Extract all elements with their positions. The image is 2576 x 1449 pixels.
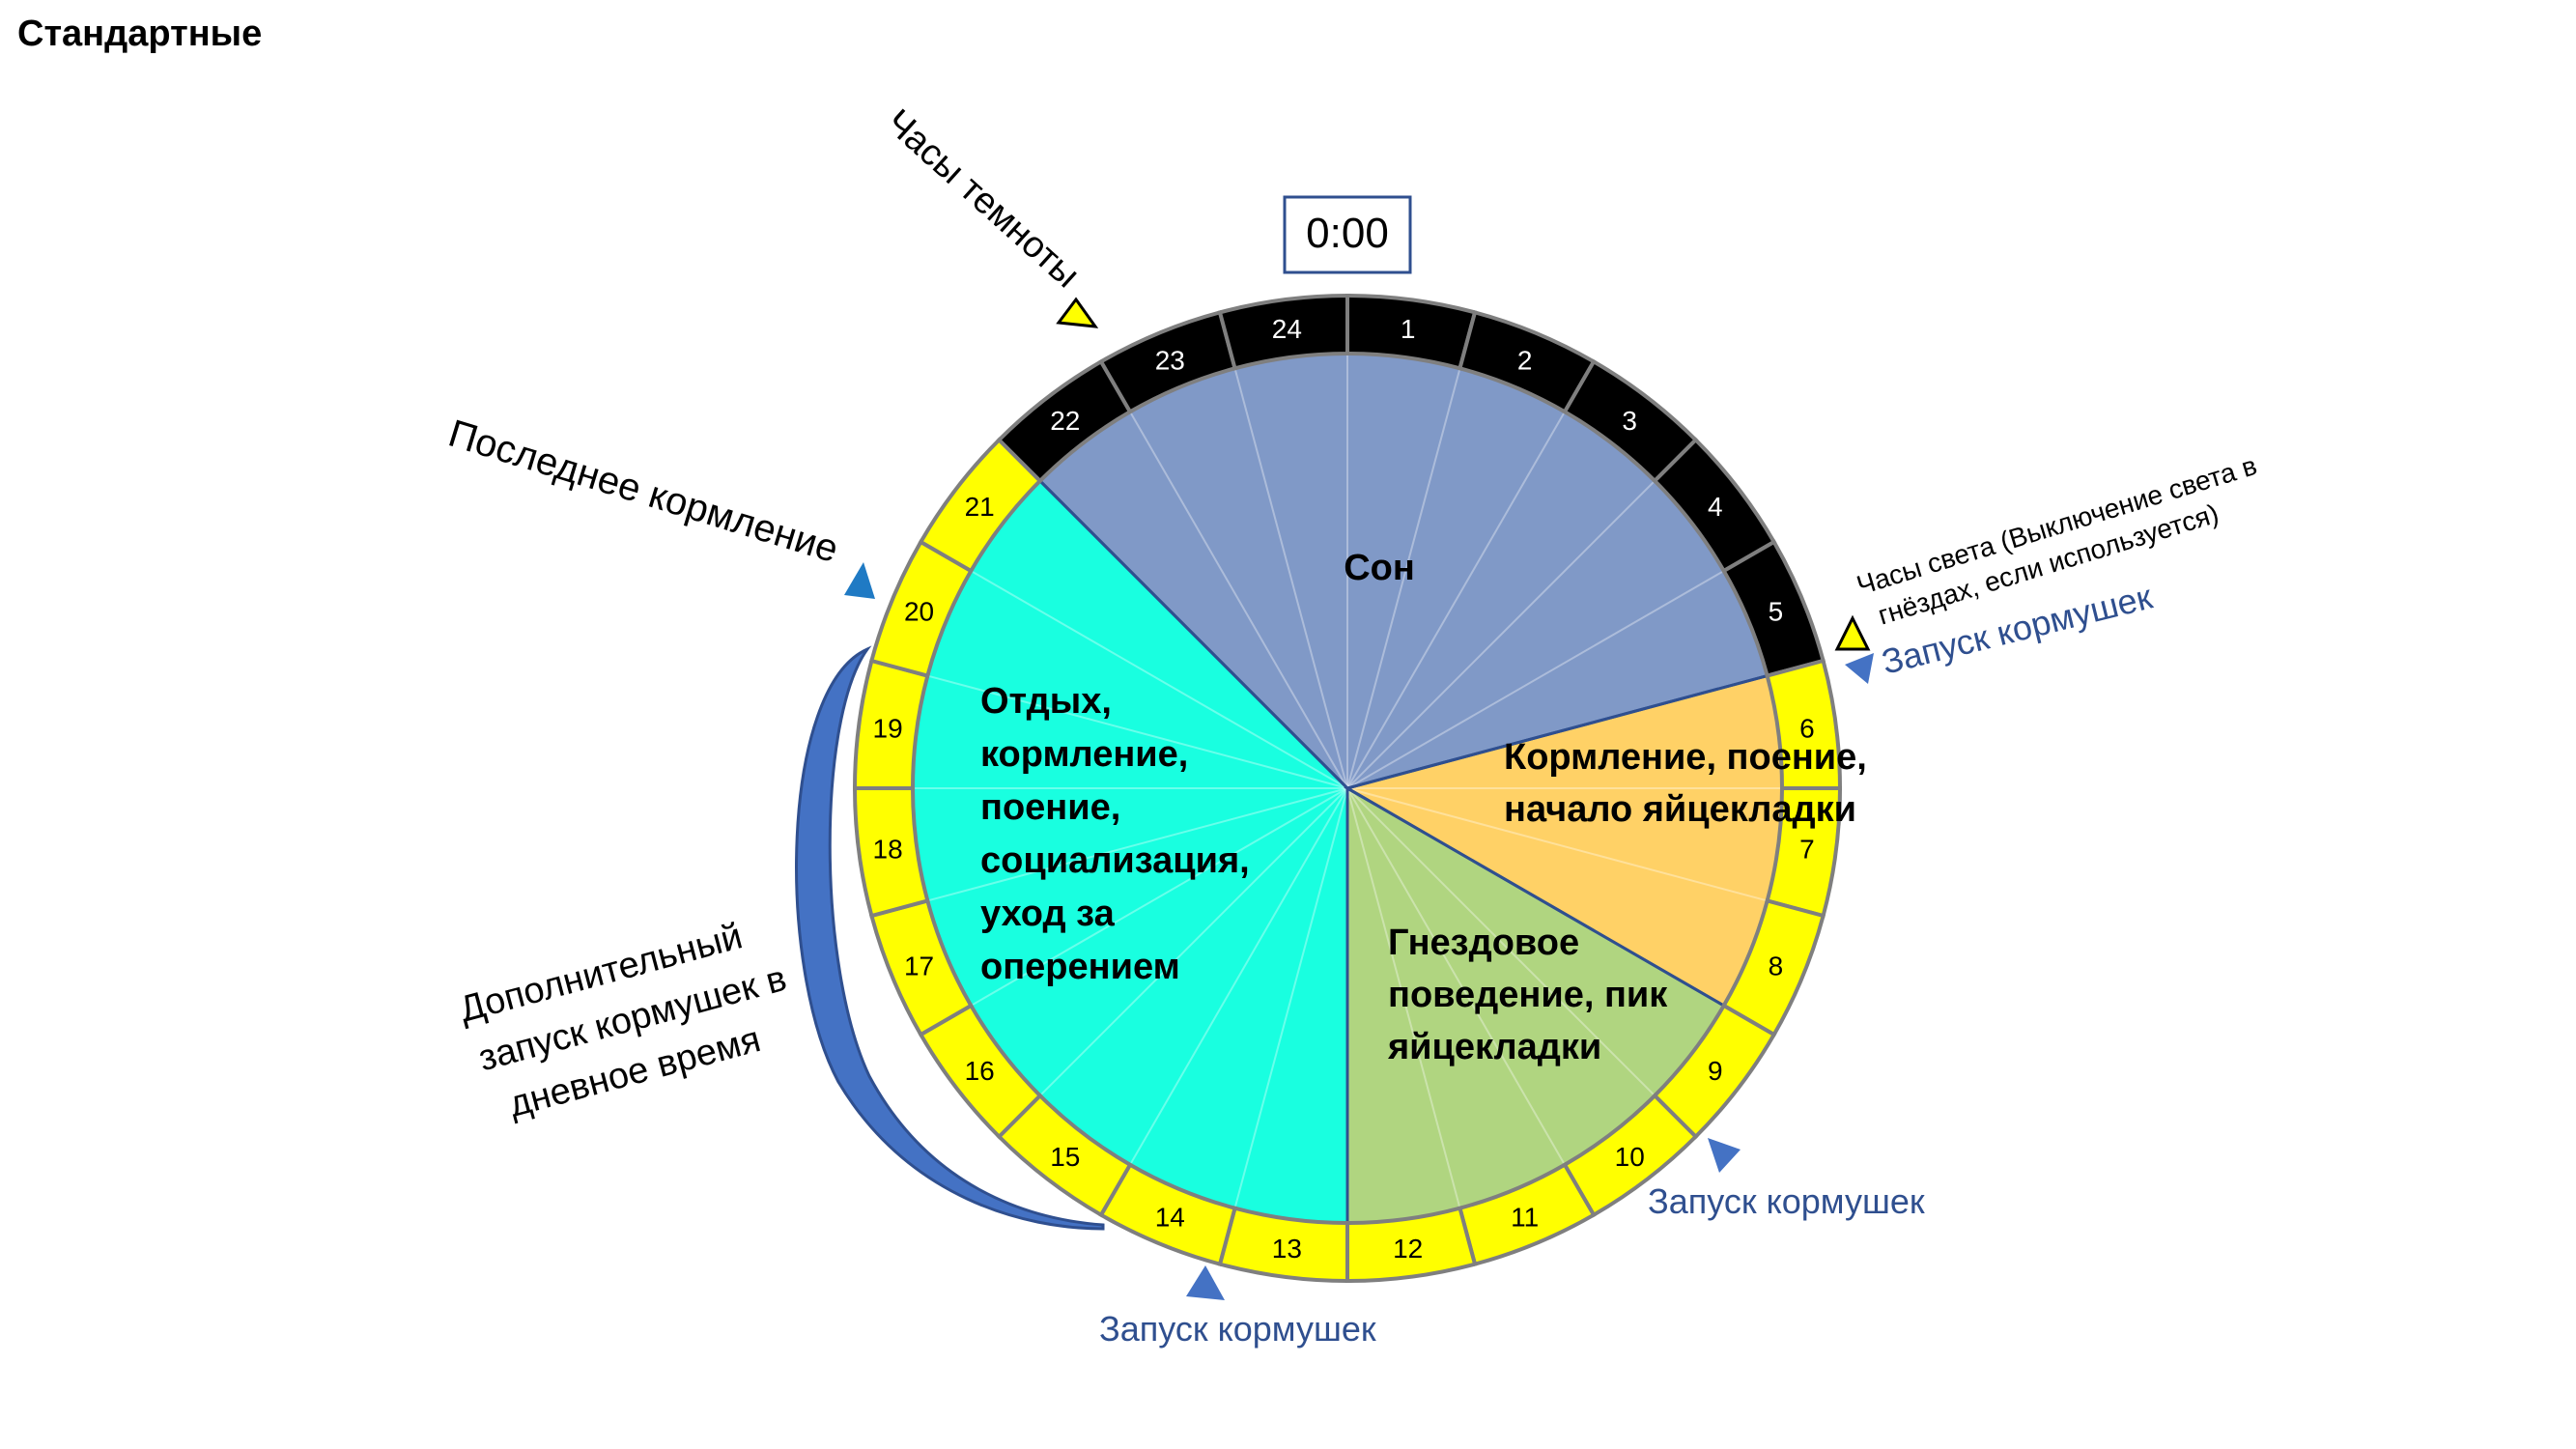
hour-number: 7 — [1799, 835, 1815, 865]
dark-hours-marker-icon — [1056, 297, 1099, 328]
activity-sectors — [912, 353, 1782, 1223]
lbl-rest-line: социализация, — [980, 840, 1250, 881]
hour-spoke — [1233, 368, 1348, 789]
sector-label-nesting: Гнездовое поведение, пик яйцекладки — [1387, 923, 1668, 1067]
lbl-morning-line: начало яйцекладки — [1504, 789, 1856, 830]
extra-feeding-bracket — [795, 645, 1105, 1231]
lbl-rest-line: кормление, — [980, 734, 1188, 775]
hour-spoke — [1346, 787, 1768, 902]
lbl-sleep-line: Сон — [1344, 548, 1415, 588]
hour-number: 24 — [1272, 314, 1302, 344]
hour-spoke — [970, 570, 1348, 789]
hour-spoke — [1346, 411, 1566, 789]
feeder-start-label-10: Запуск кормушек — [1648, 1181, 1925, 1221]
hour-number: 10 — [1615, 1142, 1645, 1172]
hour-number: 14 — [1155, 1202, 1185, 1232]
sector-morning — [1347, 675, 1782, 1006]
hour-number: 13 — [1272, 1234, 1302, 1264]
feeder-start-marker-icon-13 — [1186, 1265, 1225, 1300]
hour-spoke — [1129, 787, 1348, 1166]
sector-nesting — [1347, 788, 1724, 1223]
sector-label-rest: Отдых, кормление, поение, социализация, уход… — [980, 681, 1250, 987]
sector-label-morning: Кормление, поение, начало яйцекладки — [1504, 737, 1867, 830]
hour-number: 23 — [1155, 346, 1185, 376]
hour-spoke — [970, 787, 1348, 1007]
hour-number: 3 — [1622, 406, 1637, 436]
lbl-morning-line: Кормление, поение, — [1504, 737, 1867, 778]
hour-number: 1 — [1401, 314, 1416, 344]
feeder-start-marker-icon-10 — [1708, 1138, 1741, 1173]
lbl-rest-line: Отдых, — [980, 681, 1112, 722]
hour-number: 21 — [965, 492, 995, 522]
hour-spoke — [1039, 787, 1348, 1096]
lbl-rest-line: уход за — [980, 894, 1116, 934]
lbl-nesting-line: Гнездовое — [1388, 923, 1579, 963]
hour-number: 8 — [1769, 952, 1784, 981]
hour-number: 6 — [1799, 713, 1815, 743]
light-hours-marker-icon — [1834, 614, 1871, 651]
hour-number: 12 — [1393, 1234, 1423, 1264]
page-title: Стандартные — [17, 14, 263, 54]
hour-spoke — [1346, 368, 1461, 789]
dark-hours-label: Часы темноты — [878, 101, 1088, 296]
extra-feeding-label: Дополнительный запуск кормушек в дневное… — [455, 905, 813, 1131]
lbl-rest-line: оперением — [980, 947, 1180, 987]
midnight-label: 0:00 — [1306, 210, 1389, 257]
hour-number: 22 — [1050, 406, 1080, 436]
hour-number: 20 — [904, 596, 934, 626]
hour-spoke — [1346, 787, 1566, 1166]
feeder-start-marker-icon-morning — [1845, 653, 1874, 684]
hour-number: 16 — [965, 1056, 995, 1086]
lbl-rest-line: поение, — [980, 787, 1120, 828]
hour-number: 2 — [1517, 346, 1533, 376]
last-feeding-marker-icon — [844, 562, 875, 599]
hour-number: 18 — [873, 835, 903, 865]
sector-label-sleep: Сон — [1344, 548, 1415, 588]
hour-spoke — [1346, 570, 1725, 789]
lbl-nesting-line: поведение, пик — [1388, 975, 1668, 1015]
hour-spoke — [927, 787, 1348, 902]
hour-number: 11 — [1511, 1202, 1539, 1232]
hour-number: 15 — [1050, 1142, 1080, 1172]
hour-number: 4 — [1708, 492, 1723, 522]
lbl-nesting-line: яйцекладки — [1387, 1027, 1601, 1067]
last-feeding-label: Последнее кормление — [443, 412, 843, 572]
sector-rest — [912, 480, 1347, 1223]
hour-spoke — [1129, 411, 1348, 789]
hour-cell-24 — [1217, 293, 1349, 371]
hour-spoke — [1346, 480, 1656, 789]
hour-number: 9 — [1708, 1056, 1723, 1086]
hour-number: 19 — [873, 713, 903, 743]
hour-spoke — [1233, 787, 1348, 1208]
hour-spoke — [927, 674, 1348, 789]
midnight-label-box — [1283, 195, 1412, 274]
hour-spoke — [1346, 787, 1461, 1208]
sector-sleep — [1039, 353, 1768, 788]
hour-spoke — [1346, 787, 1656, 1096]
hour-number: 17 — [904, 952, 934, 981]
hour-number: 5 — [1769, 596, 1784, 626]
feeder-start-label-13: Запуск кормушек — [1099, 1309, 1376, 1349]
